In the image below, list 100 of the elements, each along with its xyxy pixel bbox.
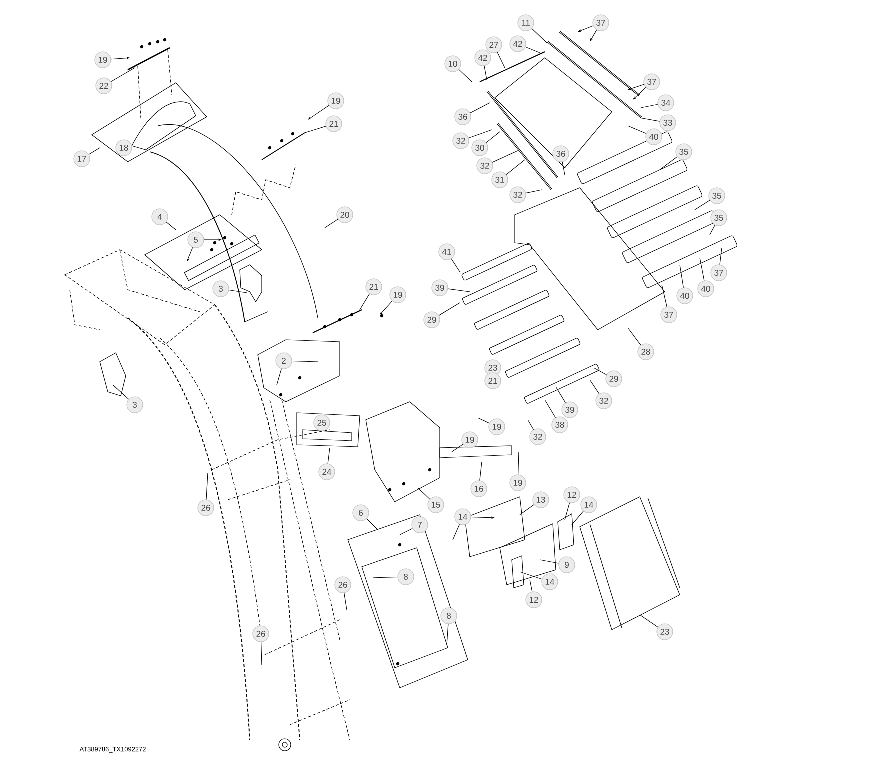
leader-line: [680, 264, 684, 288]
leader-line: [520, 572, 542, 580]
leader-line: [660, 156, 678, 170]
leader-line: [720, 248, 722, 266]
leader-line: [112, 384, 130, 400]
leader-line: [418, 488, 430, 500]
callout-number: 39: [562, 402, 578, 418]
leader-line: [556, 386, 566, 404]
leader-line: [594, 368, 608, 376]
callout-number: 36: [552, 146, 570, 162]
leader-line: [304, 126, 326, 134]
leader-line: [640, 614, 658, 628]
callout-number: 36: [454, 108, 472, 126]
callout-number: 41: [438, 244, 456, 260]
leader-line: [166, 222, 176, 230]
callout-number: 5: [188, 232, 204, 248]
callout-number: 19: [462, 432, 478, 448]
leader-line: [532, 28, 548, 44]
callout-number: 32: [596, 392, 612, 410]
callout-number: 42: [510, 36, 526, 52]
leader-line: [470, 102, 490, 114]
leader-line: [544, 400, 556, 418]
callout-number: 19: [390, 286, 406, 304]
leader-line: [448, 288, 470, 292]
callout-number: 19: [94, 52, 112, 68]
leader-line: [628, 328, 642, 346]
callout-number: 35: [710, 210, 728, 226]
leader-line: [700, 258, 705, 282]
leader-line: [366, 518, 378, 530]
callout-number: 20: [336, 206, 354, 224]
callout-number: 17: [74, 150, 90, 168]
callout-number: 35: [676, 144, 692, 160]
callout-number: 15: [428, 496, 444, 514]
leader-line: [484, 66, 488, 80]
leader-line: [530, 580, 533, 592]
callout-number: 19: [488, 418, 506, 436]
callout-number: 37: [644, 74, 660, 90]
leader-line: [520, 504, 535, 516]
callout-number: 37: [660, 306, 678, 324]
leader-line: [452, 444, 464, 452]
leader-line: [497, 52, 506, 68]
leader-line: [590, 380, 600, 394]
callout-number: 14: [454, 508, 472, 526]
callout-number: 25: [314, 414, 330, 432]
callout-number: 29: [424, 312, 440, 328]
leader-line: [540, 560, 560, 564]
leader-line: [458, 69, 472, 82]
leader-line: [640, 104, 658, 108]
callout-number: 37: [710, 264, 728, 282]
callout-number: 32: [452, 132, 470, 150]
leader-line: [292, 360, 318, 362]
callout-number: 10: [444, 56, 462, 72]
callout-number: 38: [552, 416, 568, 434]
callout-number: 4: [152, 208, 168, 226]
leader-line: [324, 219, 338, 228]
callout-number: 28: [638, 344, 654, 360]
leader-line: [452, 524, 460, 540]
leader-line: [492, 150, 520, 163]
leader-line: [276, 368, 282, 386]
leader-line: [640, 118, 660, 122]
callout-number: 26: [252, 626, 270, 642]
leader-line: [260, 642, 262, 666]
leader-line: [344, 592, 348, 610]
leader-line: [562, 162, 566, 176]
leader-line: [564, 502, 570, 520]
callout-number: 30: [472, 140, 488, 156]
leader-line: [662, 284, 668, 308]
callout-number: 33: [660, 114, 676, 132]
callout-number: 35: [708, 188, 726, 204]
callout-number: 37: [592, 14, 610, 32]
callout-number: 29: [606, 370, 622, 388]
leader-line: [228, 290, 248, 294]
leader-line: [525, 46, 540, 54]
callout-number: 32: [476, 158, 494, 174]
leader-line: [486, 132, 500, 144]
callout-number: 24: [318, 464, 336, 480]
leader-line: [372, 576, 398, 578]
leader-line: [380, 300, 393, 315]
callout-number: 14: [580, 496, 598, 514]
callout-number: 21: [326, 116, 342, 132]
callout-number: 11: [518, 14, 534, 32]
callout-number: 23: [656, 624, 674, 640]
leader-line: [446, 624, 449, 646]
callout-number: 27: [486, 36, 502, 54]
leader-line: [478, 418, 490, 424]
callout-number: 6: [352, 504, 370, 522]
leader-line: [206, 472, 208, 500]
leader-line: [572, 511, 584, 526]
leader-line: [590, 30, 598, 42]
callout-number: 18: [116, 140, 132, 156]
callout-number: 32: [510, 186, 526, 204]
callout-number: 21: [366, 278, 382, 296]
callout-number: 34: [658, 94, 674, 112]
callout-number: 39: [432, 280, 448, 296]
callout-number: 42: [474, 50, 492, 66]
callout-number: 40: [698, 280, 714, 298]
callout-number: 19: [328, 92, 344, 110]
callout-number: 32: [530, 428, 546, 446]
leader-line: [328, 448, 330, 464]
callout-number: 8: [398, 568, 414, 586]
